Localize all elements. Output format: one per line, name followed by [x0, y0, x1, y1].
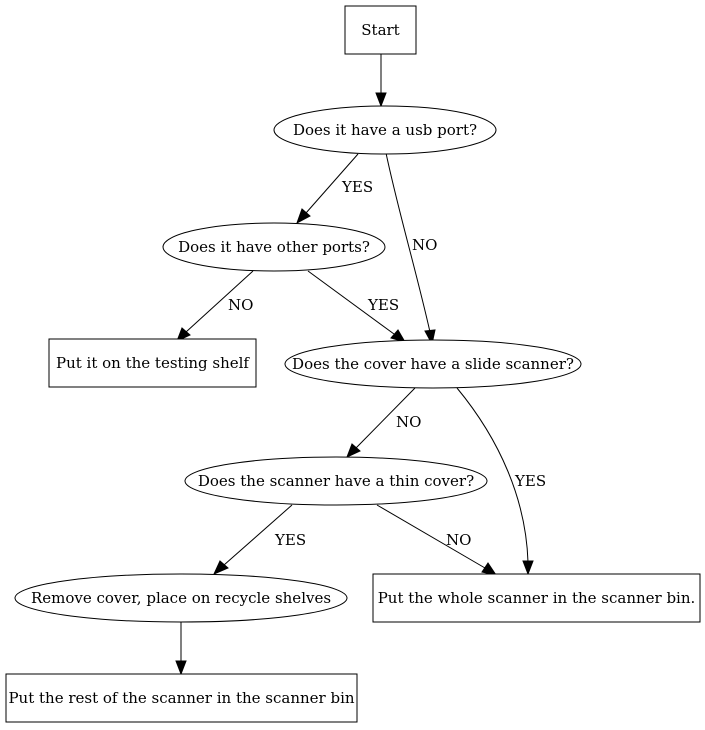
edge-thin-remove-arrow [213, 560, 229, 575]
node-usb: Does it have a usb port? [273, 105, 497, 155]
node-usb-ellipse [273, 105, 497, 155]
node-remove-cover-ellipse [14, 573, 348, 623]
node-remove-cover-label: Remove cover, place on recycle shelves [31, 589, 331, 607]
edge-other-slide-arrow [390, 329, 407, 343]
node-whole-scanner: Put the whole scanner in the scanner bin… [372, 573, 701, 623]
edge-other-slide [307, 270, 395, 335]
node-rest-scanner-label: Put the rest of the scanner in the scann… [8, 689, 354, 707]
node-other-ports: Does it have other ports? [162, 222, 386, 272]
edge-thin-whole [376, 504, 486, 569]
edge-usb-other-arrow [296, 208, 311, 225]
node-thin-cover-label: Does the scanner have a thin cover? [198, 472, 474, 490]
node-testing-shelf: Put it on the testing shelf [48, 338, 257, 388]
edge-usb-other [305, 153, 359, 214]
node-start: Start [344, 5, 417, 55]
node-other-ports-ellipse [162, 222, 386, 272]
edge-label-other-no: NO [228, 296, 253, 314]
edges [175, 54, 534, 676]
edge-remove-rest-arrow [175, 660, 187, 676]
node-thin-cover: Does the scanner have a thin cover? [184, 456, 488, 506]
node-testing-shelf-label: Put it on the testing shelf [56, 354, 250, 372]
node-other-ports-label: Does it have other ports? [178, 238, 370, 256]
edge-label-thin-no: NO [446, 531, 471, 549]
node-testing-shelf-box [48, 338, 257, 388]
edge-slide-thin-arrow [346, 443, 361, 458]
edge-slide-thin [355, 387, 416, 449]
node-thin-cover-ellipse [184, 456, 488, 506]
edge-label-usb-no: NO [412, 236, 437, 254]
node-remove-cover: Remove cover, place on recycle shelves [14, 573, 348, 623]
edge-other-testing [185, 270, 254, 333]
edge-label-slide-yes: YES [514, 472, 546, 490]
edge-label-other-yes: YES [367, 296, 399, 314]
node-whole-scanner-label: Put the whole scanner in the scanner bin… [378, 589, 696, 607]
edge-slide-whole [456, 387, 529, 563]
edge-label-slide-no: NO [396, 413, 421, 431]
edge-labels: YES NO NO YES NO YES YES NO [228, 178, 546, 549]
node-start-label: Start [361, 21, 399, 39]
edge-start-usb-arrow [375, 92, 387, 108]
edge-slide-whole-arrow [522, 560, 534, 576]
node-rest-scanner: Put the rest of the scanner in the scann… [5, 673, 358, 723]
edge-label-thin-yes: YES [274, 531, 306, 549]
node-start-box [344, 5, 417, 55]
node-slide-scanner-label: Does the cover have a slide scanner? [292, 355, 574, 373]
edge-thin-whole-arrow [481, 562, 498, 576]
edge-thin-remove [223, 504, 293, 566]
node-slide-scanner-ellipse [284, 339, 582, 389]
node-usb-label: Does it have a usb port? [293, 121, 477, 139]
edge-usb-slide [385, 152, 431, 333]
node-slide-scanner: Does the cover have a slide scanner? [284, 339, 582, 389]
edge-label-usb-yes: YES [341, 178, 373, 196]
node-rest-scanner-box [5, 673, 358, 723]
node-whole-scanner-box [372, 573, 701, 623]
edge-other-testing-arrow [176, 327, 191, 342]
